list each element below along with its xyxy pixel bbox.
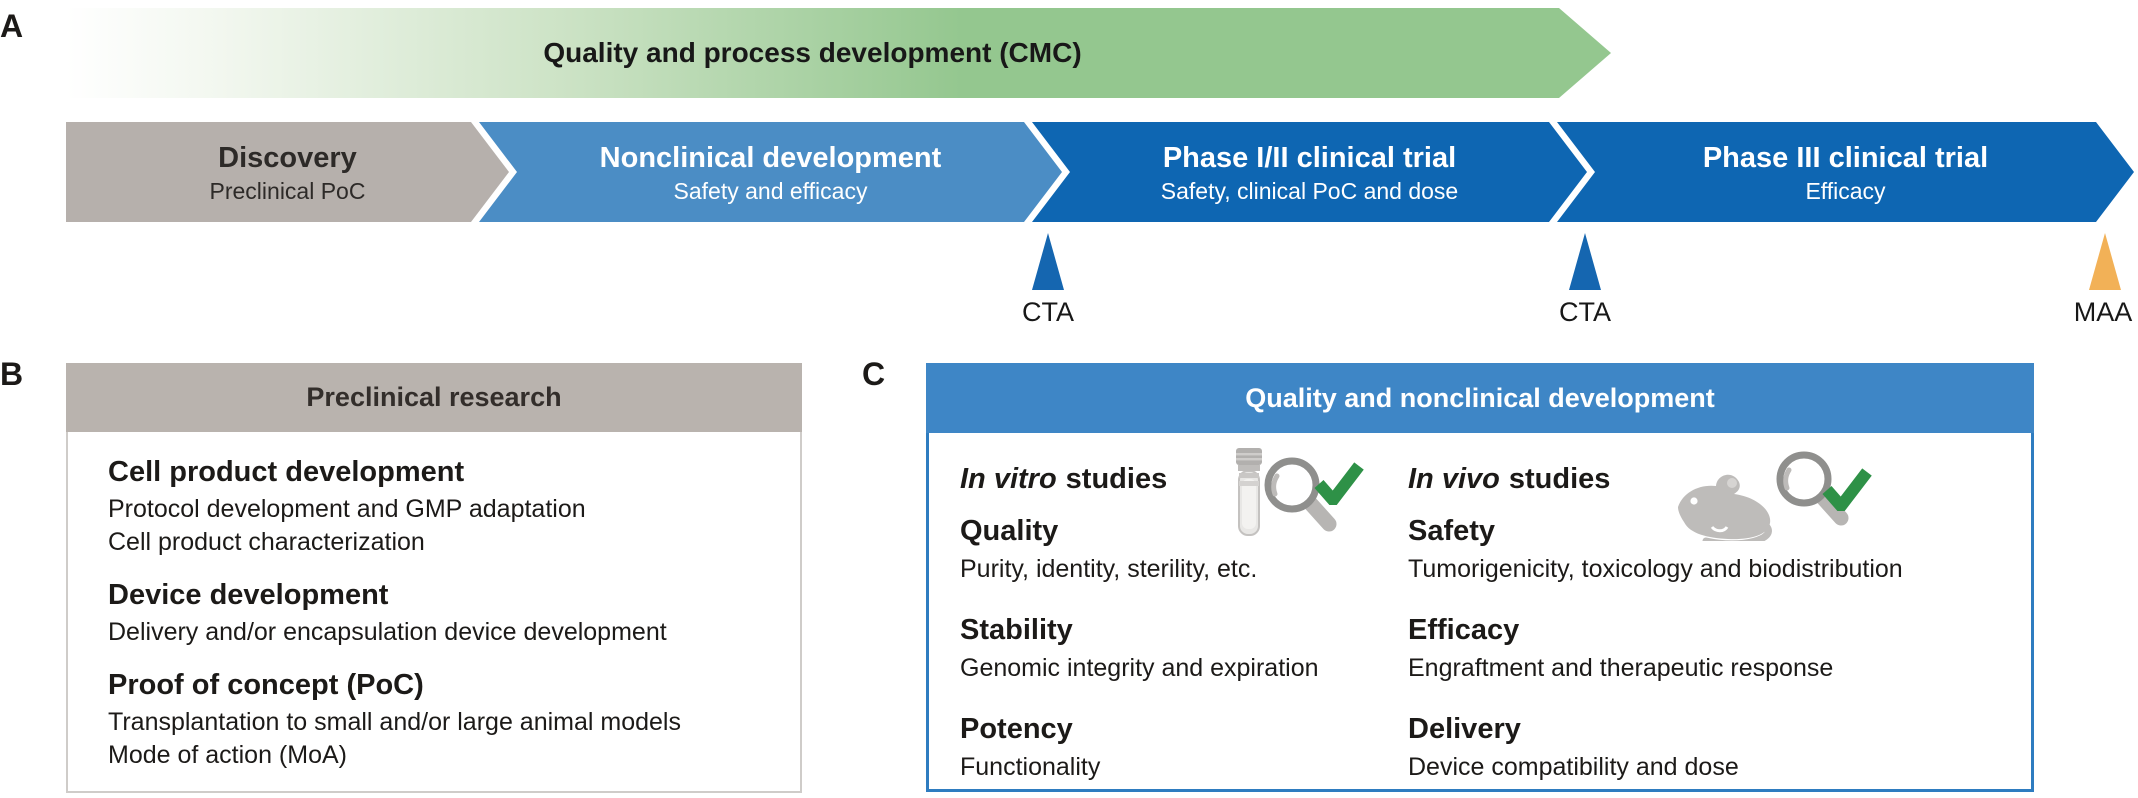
item-line: Tumorigenicity, toxicology and biodistri… (1408, 555, 1903, 583)
item-heading: Stability (960, 614, 1073, 646)
in-vivo-icon-group (1670, 445, 1872, 541)
in-vivo-title-rest: studies (1508, 463, 1611, 495)
panel-b-label: B (0, 356, 24, 392)
section-heading: Device development (108, 579, 389, 611)
section-heading: Proof of concept (PoC) (108, 669, 424, 701)
item-heading: Efficacy (1408, 614, 1520, 646)
stage-subtitle: Efficacy (1805, 177, 1886, 204)
stage-arrow-nonclinical: Nonclinical development Safety and effic… (479, 122, 1062, 222)
panel-a-label: A (0, 8, 24, 44)
stage-subtitle: Safety and efficacy (673, 177, 868, 204)
preclinical-research-header: Preclinical research (66, 363, 802, 432)
quality-nonclinical-box: Quality and nonclinical development In v… (926, 363, 2034, 792)
item-line: Functionality (960, 753, 1101, 781)
check-icon (1822, 468, 1872, 511)
section-line: Protocol development and GMP adaptation (108, 495, 586, 523)
section-line: Mode of action (MoA) (108, 741, 347, 769)
cta-label-2: CTA (1559, 297, 1611, 327)
item-line: Genomic integrity and expiration (960, 654, 1319, 682)
cmc-arrow-label: Quality and process development (CMC) (543, 37, 1082, 68)
magnifier-icon (1776, 451, 1849, 526)
in-vivo-title-italic: In vivo (1408, 463, 1500, 495)
cmc-process-arrow: Quality and process development (CMC) (66, 8, 1611, 98)
item-heading: Safety (1408, 515, 1496, 547)
section-line: Cell product characterization (108, 528, 425, 556)
stage-title: Nonclinical development (599, 141, 942, 174)
maa-label: MAA (2073, 297, 2133, 327)
stage-title: Discovery (218, 141, 357, 174)
quality-nonclinical-header: Quality and nonclinical development (926, 363, 2034, 433)
cta-marker-triangle-1 (1032, 233, 1064, 290)
item-heading: Delivery (1408, 713, 1521, 745)
stage-title: Phase I/II clinical trial (1162, 141, 1457, 174)
item-line: Device compatibility and dose (1408, 753, 1739, 781)
panel-c-label: C (862, 356, 886, 392)
preclinical-research-box: Preclinical research Cell product develo… (66, 363, 802, 793)
preclinical-research-body: Cell product development Protocol develo… (68, 454, 800, 772)
maa-marker-triangle (2089, 233, 2121, 290)
stage-arrow-phase-1-2: Phase I/II clinical trial Safety, clinic… (1032, 122, 1587, 222)
section-line: Transplantation to small and/or large an… (108, 708, 681, 736)
item-heading: Quality (960, 515, 1059, 547)
item-heading: Potency (960, 713, 1073, 745)
test-tube-icon (1236, 448, 1262, 536)
stage-arrow-phase-3: Phase III clinical trial Efficacy (1557, 122, 2134, 222)
stage-title: Phase III clinical trial (1702, 141, 1989, 174)
check-icon (1314, 462, 1364, 505)
cta-marker-triangle-2 (1569, 233, 1601, 290)
stage-subtitle: Safety, clinical PoC and dose (1160, 177, 1459, 204)
stage-arrow-discovery: Discovery Preclinical PoC (66, 122, 509, 222)
stage-subtitle: Preclinical PoC (209, 177, 366, 204)
cta-label-1: CTA (1022, 297, 1074, 327)
in-vitro-title-italic: In vitro (960, 463, 1057, 495)
section-heading: Cell product development (108, 456, 465, 488)
in-vitro-title-rest: studies (1065, 463, 1168, 495)
item-line: Engraftment and therapeutic response (1408, 654, 1834, 682)
magnifier-icon (1264, 457, 1337, 532)
item-line: Purity, identity, sterility, etc. (960, 555, 1258, 583)
mouse-icon (1678, 474, 1772, 541)
in-vitro-icon-group (1232, 445, 1392, 541)
section-line: Delivery and/or encapsulation device dev… (108, 618, 667, 646)
